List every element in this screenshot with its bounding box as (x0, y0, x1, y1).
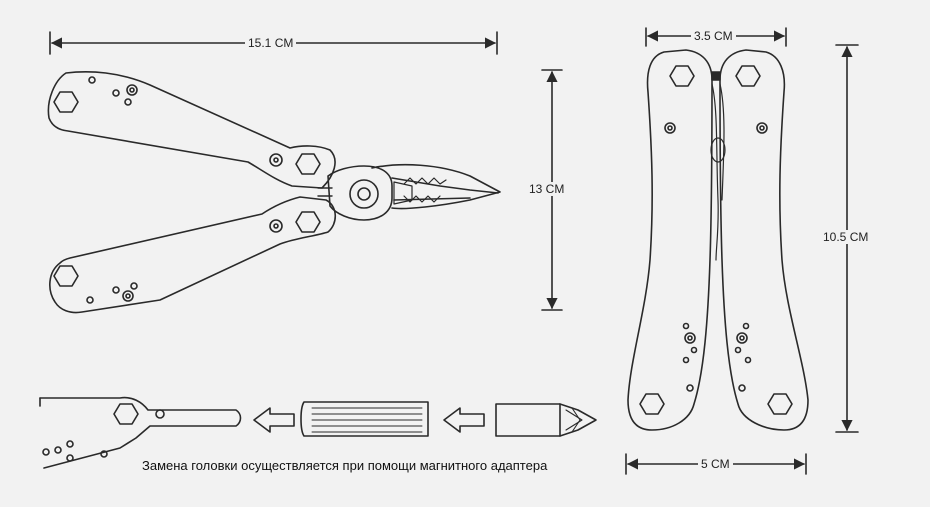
magnetic-adapter-view (300, 401, 429, 437)
arrow-left-icon (253, 407, 295, 433)
bit-holder-view (39, 396, 242, 469)
arrow-left-icon (443, 407, 485, 433)
bit-replacement-caption: Замена головки осуществляется при помощи… (142, 458, 548, 473)
dim-label-length: 15.1 CM (245, 36, 297, 50)
dim-label-closed-length: 10.5 CM (820, 230, 872, 244)
multitool-closed-view (627, 49, 809, 431)
screwdriver-bit-view (495, 403, 597, 437)
dim-label-top-width: 3.5 CM (691, 29, 736, 43)
pliers-open-view (47, 71, 501, 314)
dim-label-bottom-width: 5 CM (698, 457, 733, 471)
dim-label-height: 13 CM (526, 182, 568, 196)
hex-nut-icon (53, 91, 79, 113)
